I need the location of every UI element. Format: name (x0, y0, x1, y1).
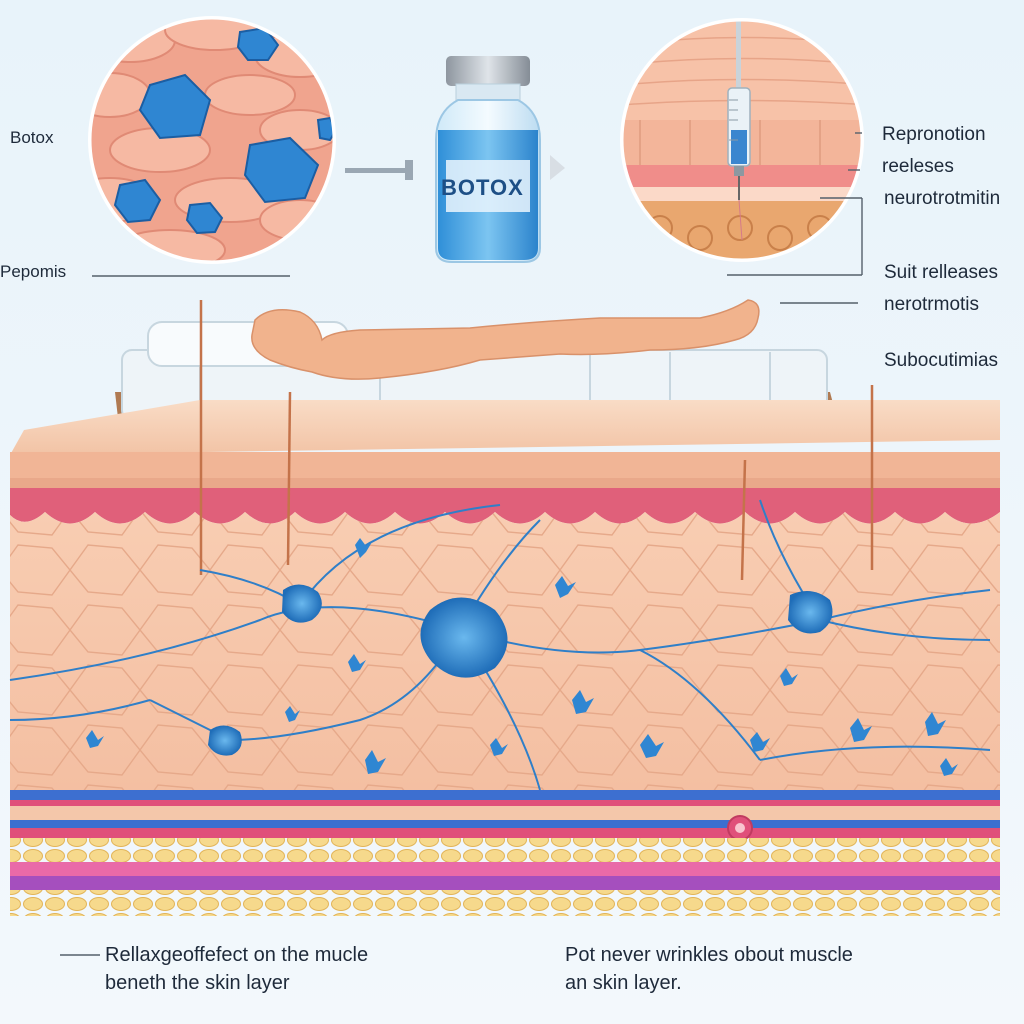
caption-left-line-1: Rellaxgeoffefect on the mucle (105, 944, 368, 967)
label-neurotrotmitin: neurotrotmitin (884, 188, 1000, 210)
label-pepomis: Pepomis (0, 262, 66, 282)
caption-right-line-2: an skin layer. (565, 972, 682, 995)
label-suit-relleases: Suit relleases (884, 262, 998, 284)
caption-right-line-1: Pot never wrinkles obout muscle (565, 944, 853, 967)
vial-label: BOTOX (441, 175, 524, 201)
label-repronotion: Repronotion (882, 124, 986, 146)
label-reeleses: reeleses (882, 156, 954, 178)
label-botox: Botox (10, 128, 53, 148)
label-subocutimias: Subocutimias (884, 350, 998, 372)
caption-left-line-2: beneth the skin layer (105, 972, 290, 995)
label-nerotrmotis: nerotrmotis (884, 294, 979, 316)
